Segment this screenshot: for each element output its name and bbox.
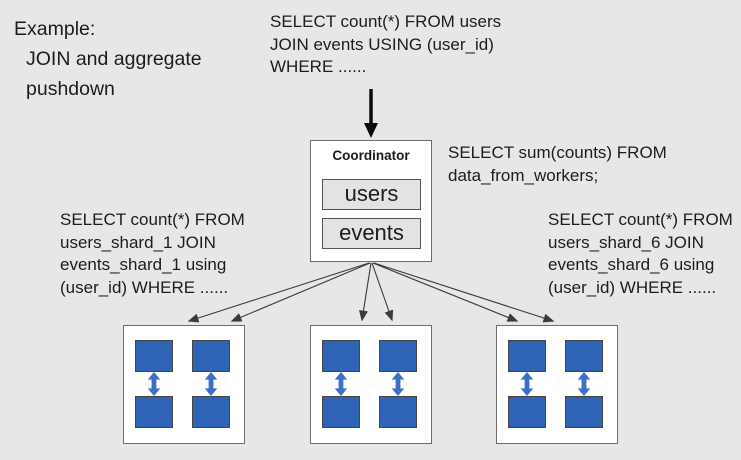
shard-square bbox=[192, 340, 230, 372]
coordinator-query-text: SELECT sum(counts) FROM data_from_worker… bbox=[448, 142, 667, 187]
left-worker-query-line: events_shard_1 using bbox=[60, 255, 227, 274]
left-worker-query-line: SELECT count(*) FROM bbox=[60, 210, 245, 229]
coordinator-label: Coordinator bbox=[332, 148, 410, 163]
shard-square bbox=[135, 396, 173, 428]
coordinator-to-worker2-arrow-a bbox=[359, 262, 372, 322]
worker-node-3 bbox=[496, 325, 618, 444]
right-worker-query-line: users_shard_6 JOIN bbox=[548, 232, 704, 252]
shard-sync-arrow bbox=[147, 372, 161, 396]
shard-square bbox=[565, 396, 603, 428]
client-query-text: SELECT count(*) FROM users JOIN events U… bbox=[270, 11, 501, 79]
worker-node-1 bbox=[123, 325, 245, 444]
example-caption-line: JOIN and aggregate bbox=[26, 48, 202, 70]
client-query-line: SELECT count(*) FROM users bbox=[270, 12, 502, 31]
shard-square bbox=[135, 340, 173, 372]
example-caption-line: Example: bbox=[14, 18, 96, 40]
right-worker-query-line: SELECT count(*) FROM bbox=[548, 210, 733, 229]
shard-sync-arrow bbox=[577, 372, 591, 396]
shard-square bbox=[379, 396, 417, 428]
left-worker-query-line: users_shard_1 JOIN bbox=[60, 232, 216, 252]
shard-square bbox=[379, 340, 417, 372]
coordinator-to-worker3-arrow-b bbox=[373, 262, 555, 323]
right-worker-query-line: (user_id) WHERE ...... bbox=[548, 277, 717, 297]
shard-sync-arrow bbox=[391, 372, 405, 396]
left-worker-query-text: SELECT count(*) FROM users_shard_1 JOIN … bbox=[60, 209, 245, 299]
shard-square bbox=[322, 396, 360, 428]
shard-square bbox=[508, 340, 546, 372]
client-query-line: JOIN events USING (user_id) bbox=[270, 34, 494, 54]
right-worker-query-line: events_shard_6 using bbox=[548, 255, 715, 274]
shard-square bbox=[192, 396, 230, 428]
example-caption: Example: JOIN and aggregate pushdown bbox=[14, 14, 202, 104]
coordinator-to-worker2-arrow-b bbox=[371, 262, 394, 322]
users-table-box: users bbox=[322, 179, 421, 210]
coordinator-to-worker1-arrow-b bbox=[230, 262, 371, 322]
right-worker-query-text: SELECT count(*) FROM users_shard_6 JOIN … bbox=[548, 209, 733, 299]
client-query-line: WHERE ...... bbox=[270, 57, 367, 76]
coordinator-query-line: SELECT sum(counts) FROM bbox=[448, 143, 667, 162]
worker-node-2 bbox=[310, 325, 432, 444]
coordinator-query-line: data_from_workers; bbox=[448, 165, 599, 185]
shard-square bbox=[508, 396, 546, 428]
shard-square bbox=[322, 340, 360, 372]
example-caption-line: pushdown bbox=[26, 78, 115, 100]
coordinator-to-worker3-arrow-a bbox=[372, 262, 519, 322]
shard-sync-arrow bbox=[204, 372, 218, 396]
events-table-box: events bbox=[322, 218, 421, 249]
shard-square bbox=[565, 340, 603, 372]
shard-sync-arrow bbox=[334, 372, 348, 396]
shard-sync-arrow bbox=[520, 372, 534, 396]
left-worker-query-line: (user_id) WHERE ...... bbox=[60, 277, 229, 297]
coordinator-node: Coordinator users events bbox=[310, 140, 432, 262]
